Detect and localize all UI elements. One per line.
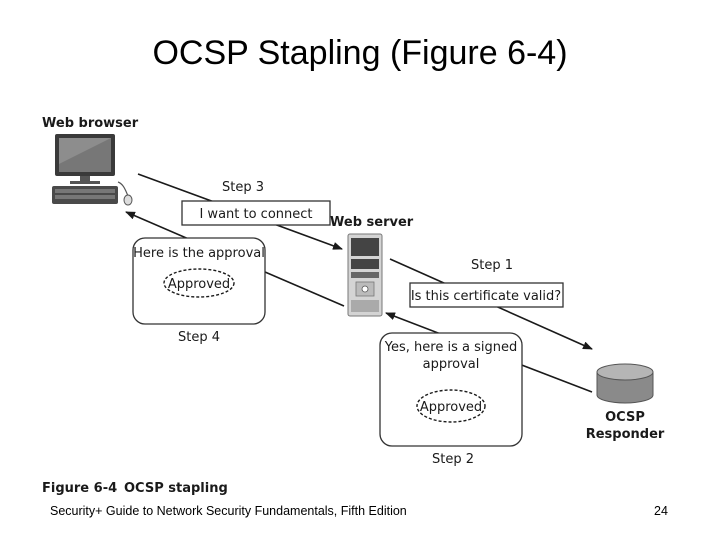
cert-valid-message: Is this certificate valid? [411,289,561,304]
approved-stamp-1 [163,268,235,298]
figure-title: OCSP stapling [124,481,228,496]
approved-stamp-2 [416,389,486,423]
step4-label: Step 4 [178,330,220,345]
step3-label: Step 3 [222,180,264,195]
ocsp-label-line2: Responder [586,427,665,442]
server-tower-icon [347,233,383,317]
database-icon [596,363,654,404]
step1-label: Step 1 [471,258,513,273]
slide-title: OCSP Stapling (Figure 6-4) [152,34,568,72]
signed-approval-line2: approval [423,357,480,372]
approved-stamp-1-text: Approved [168,277,230,292]
signed-approval-line1: Yes, here is a signed [384,340,517,355]
footer-text: Security+ Guide to Network Security Fund… [50,504,407,518]
web-browser-label: Web browser [42,116,139,131]
connect-message-box [181,200,331,226]
approval-message: Here is the approval [133,246,265,261]
approval-message-box [132,237,266,325]
approved-stamp-2-text: Approved [420,400,482,415]
figure-number: Figure 6-4 [42,481,117,496]
page-number: 24 [654,504,668,518]
ocsp-label-line1: OCSP [605,410,645,425]
cert-valid-message-box [409,282,564,308]
web-server-label: Web server [330,215,414,230]
step2-label: Step 2 [432,452,474,467]
computer-icon [52,134,133,206]
connect-message: I want to connect [199,207,312,222]
